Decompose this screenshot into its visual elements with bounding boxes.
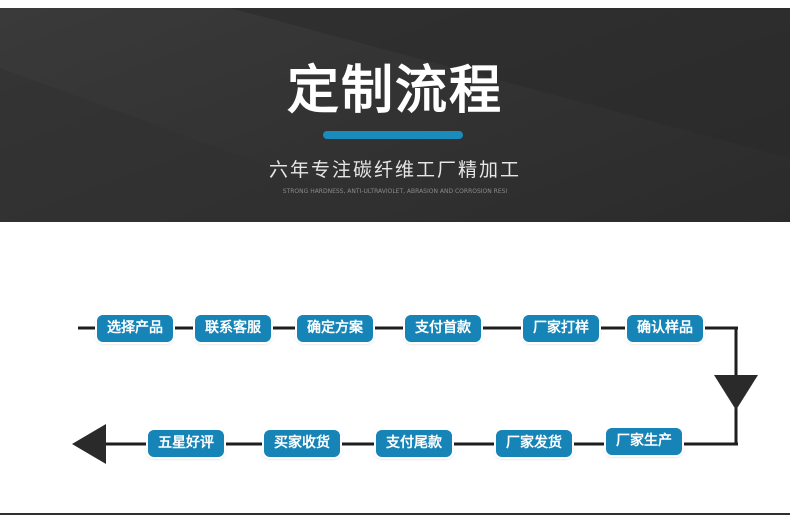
step-confirm-sample[interactable]: 确认样品 — [627, 315, 703, 342]
down-arrow-icon — [714, 375, 758, 410]
banner-tagline: STRONG HARDNESS, ANTI-ULTRAVIOLET, ABRAS… — [282, 188, 508, 195]
step-select-product[interactable]: 选择产品 — [97, 315, 173, 342]
title-accent-bar — [323, 131, 463, 139]
step-factory-sample[interactable]: 厂家打样 — [523, 315, 599, 342]
step-five-star-review[interactable]: 五星好评 — [148, 430, 224, 457]
step-contact-service[interactable]: 联系客服 — [195, 315, 271, 342]
step-factory-production[interactable]: 厂家生产 — [606, 428, 682, 455]
left-arrow-icon — [72, 424, 106, 464]
step-buyer-receipt[interactable]: 买家收货 — [264, 430, 340, 457]
page-title: 定制流程 — [286, 61, 503, 121]
banner-subtitle: 六年专注碳纤维工厂精加工 — [268, 159, 521, 181]
step-confirm-plan[interactable]: 确定方案 — [297, 315, 373, 342]
banner-shading — [0, 8, 790, 222]
step-factory-shipping[interactable]: 厂家发货 — [496, 430, 572, 457]
step-pay-deposit[interactable]: 支付首款 — [405, 315, 481, 342]
step-pay-balance[interactable]: 支付尾款 — [376, 430, 452, 457]
header-banner: 定制流程 六年专注碳纤维工厂精加工 STRONG HARDNESS, ANTI-… — [0, 8, 790, 222]
bottom-divider — [0, 513, 790, 519]
